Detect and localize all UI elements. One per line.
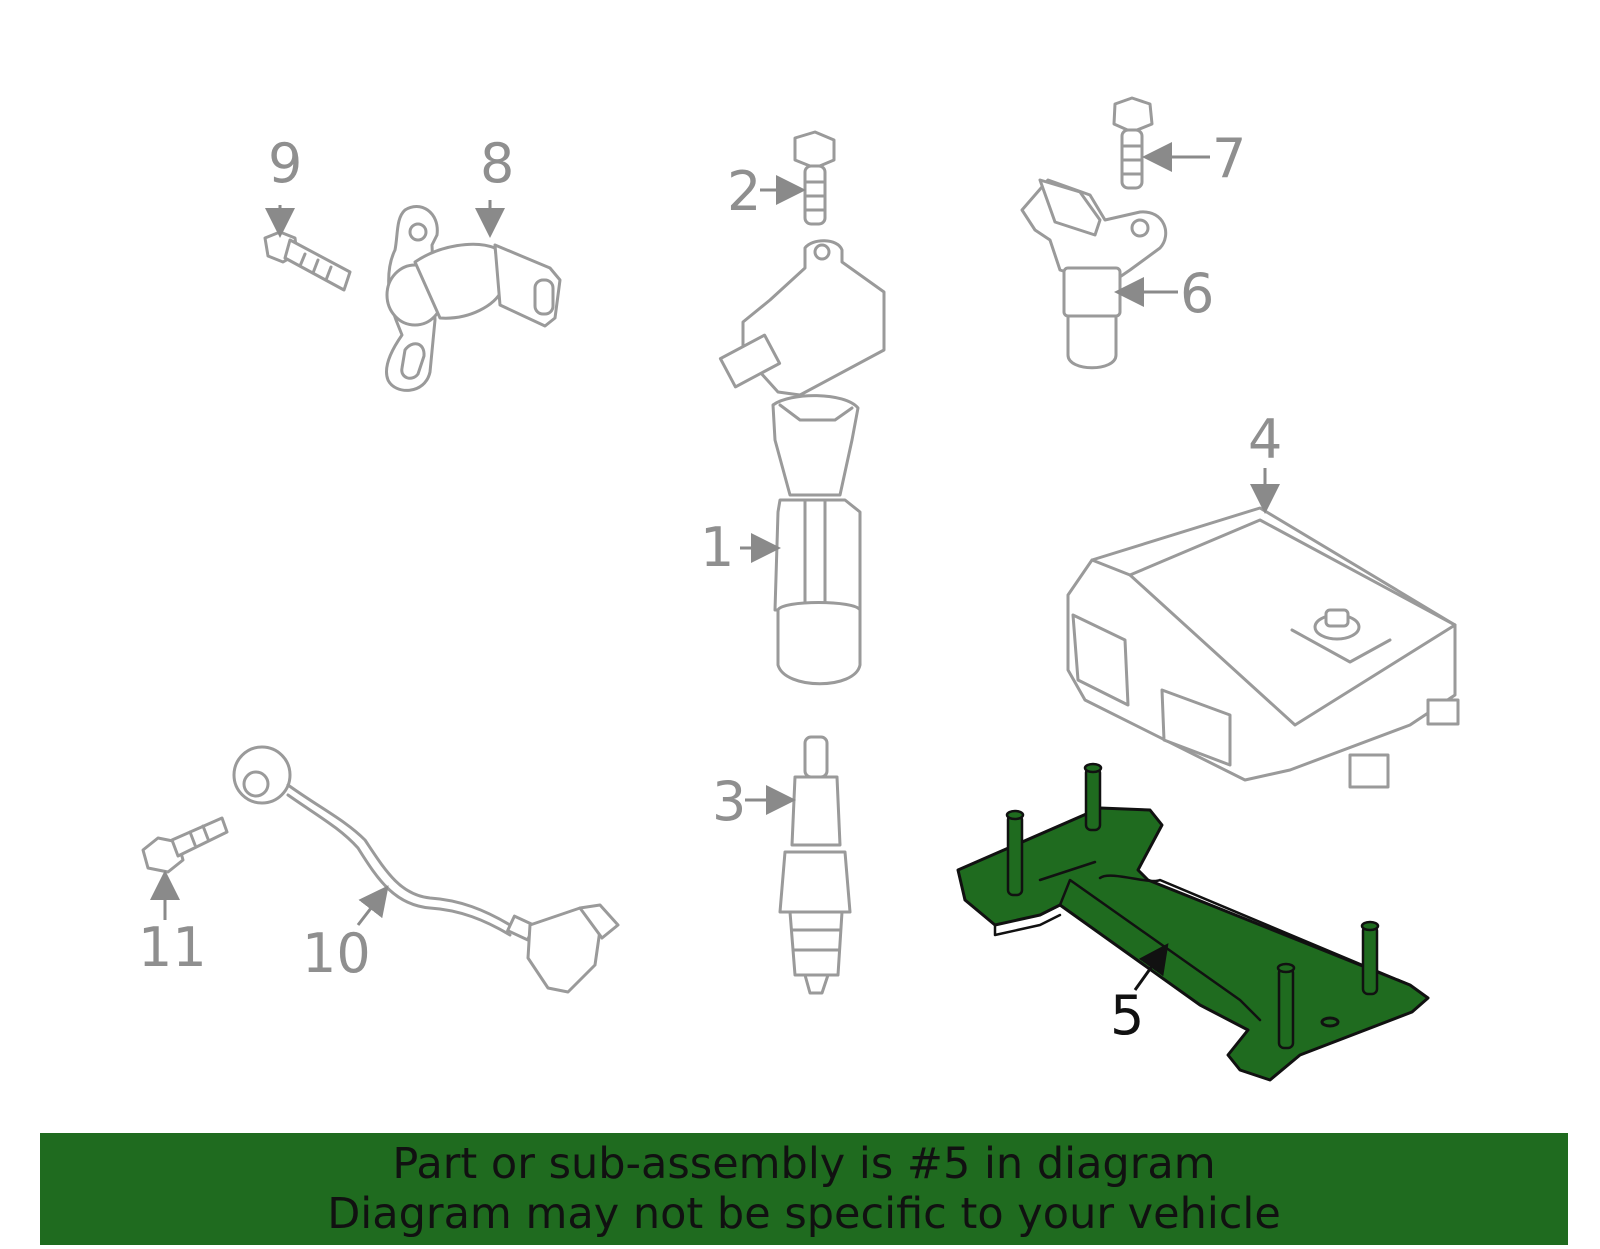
- part-1-ignition-coil[interactable]: [718, 239, 886, 686]
- callout-1: 1: [700, 516, 734, 579]
- callout-2: 2: [727, 160, 761, 223]
- callout-10: 10: [302, 922, 371, 985]
- part-2-bolt[interactable]: [793, 130, 836, 226]
- parts-diagram: 9 8 2 7 6 4 1 3 11 10 5: [138, 96, 1460, 1082]
- part-9-bolt[interactable]: [263, 230, 352, 292]
- part-8-sensor[interactable]: [385, 204, 562, 392]
- callout-6: 6: [1180, 262, 1214, 325]
- callout-7: 7: [1212, 127, 1246, 190]
- callout-4: 4: [1248, 408, 1282, 471]
- part-4-ecu[interactable]: [1066, 506, 1460, 789]
- callout-5: 5: [1110, 984, 1144, 1047]
- part-7-bolt[interactable]: [1112, 96, 1154, 190]
- part-3-spark-plug[interactable]: [778, 735, 852, 995]
- part-5-bracket[interactable]: [956, 762, 1430, 1082]
- part-10-knock-sensor[interactable]: [232, 745, 620, 994]
- callout-9: 9: [268, 132, 302, 195]
- leader-lines: [150, 142, 1280, 991]
- callout-labels: 9 8 2 7 6 4 1 3 11 10 5: [138, 127, 1282, 1047]
- banner-line-part: Part or sub-assembly is #5 in diagram: [392, 1139, 1216, 1189]
- part-info-banner: Part or sub-assembly is #5 in diagram Di…: [40, 1133, 1568, 1245]
- part-11-bolt[interactable]: [141, 816, 229, 874]
- part-6-sensor[interactable]: [1020, 178, 1168, 370]
- banner-line-disclaimer: Diagram may not be specific to your vehi…: [327, 1189, 1281, 1239]
- callout-11: 11: [138, 916, 207, 979]
- callout-3: 3: [712, 770, 746, 833]
- callout-8: 8: [480, 132, 514, 195]
